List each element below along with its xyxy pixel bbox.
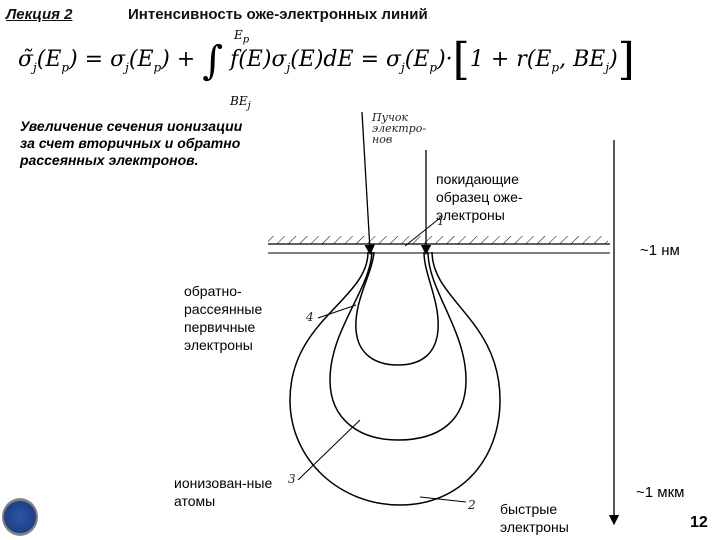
leader-auger bbox=[404, 217, 441, 247]
formula: σ̃j(Ep) = σj(Ep) + ∫ f(E)σj(E)dE = σj(Ep… bbox=[18, 34, 635, 85]
marker-4: 4 bbox=[306, 310, 314, 324]
auger-leaving-label: покидающие образец оже-электроны bbox=[436, 171, 523, 223]
depth-nm-label: ~1 нм bbox=[640, 242, 680, 259]
leader-fast bbox=[419, 496, 467, 503]
depth-um-label: ~1 мкм bbox=[636, 484, 685, 501]
university-logo bbox=[2, 498, 38, 536]
description-text: Увеличение сечения ионизации за счет вто… bbox=[20, 118, 243, 168]
marker-1: 1 bbox=[437, 214, 445, 228]
marker-3: 3 bbox=[288, 472, 296, 486]
beam-line-left bbox=[361, 111, 375, 256]
inner-envelope bbox=[355, 251, 439, 366]
lecture-label: Лекция 2 bbox=[6, 6, 73, 23]
backscattered-label: обратно-рассеянные первичные электроны bbox=[184, 283, 263, 353]
ionized-atoms-label: ионизован-ные атомы bbox=[174, 475, 273, 509]
surface-hatch bbox=[268, 236, 608, 244]
integral-upper-limit: Ep bbox=[234, 28, 250, 46]
leader-ionized bbox=[297, 419, 361, 481]
beam-label: Пучок электро-нов bbox=[372, 111, 427, 146]
leader-backscattered bbox=[317, 304, 357, 319]
marker-2: 2 bbox=[468, 498, 476, 512]
page-number: 12 bbox=[690, 514, 708, 531]
fast-electrons-label: быстрые электроны bbox=[500, 501, 569, 535]
slide-title: Интенсивность оже-электронных линий bbox=[128, 6, 428, 23]
outer-envelope bbox=[289, 251, 501, 506]
integral-lower-limit: BEj bbox=[230, 94, 251, 112]
middle-envelope bbox=[329, 251, 467, 441]
